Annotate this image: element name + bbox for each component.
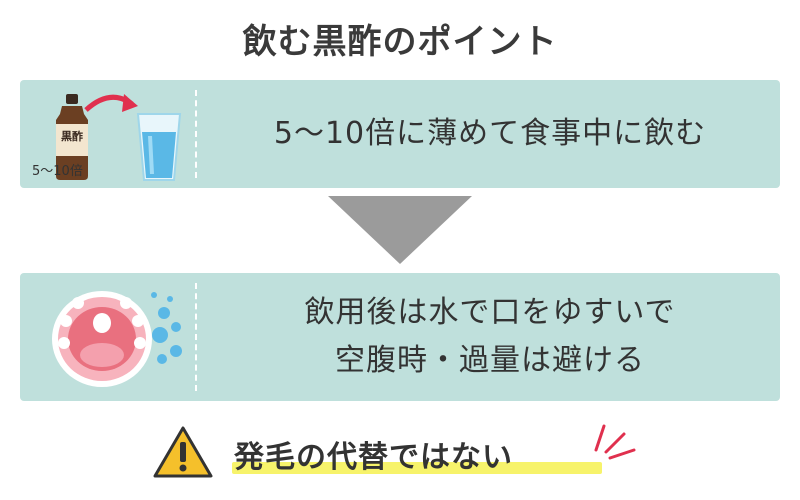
warning-triangle-icon: [153, 426, 213, 478]
tip-card-rinse: 飲用後は水で口をゆすいで 空腹時・過量は避ける: [20, 273, 780, 401]
warning-highlight: [232, 462, 602, 474]
tip-text-line-1: 飲用後は水で口をゆすいで: [304, 295, 676, 330]
bubbles-icon: [151, 292, 182, 364]
tip-text-dilution: 5〜10倍に薄めて食事中に飲む: [210, 80, 770, 188]
warning-text: 発毛の代替ではない: [234, 440, 513, 475]
mouth-rinse-illustration: [52, 291, 182, 387]
dilution-label: 5〜10倍: [32, 164, 83, 179]
down-arrow-icon: [328, 196, 472, 264]
bottle-to-glass-illustration: 黒酢: [56, 94, 182, 181]
vinegar-bottle-icon: 黒酢: [56, 94, 88, 180]
water-glass-icon: [136, 113, 182, 181]
page-title: 飲む黒酢のポイント: [242, 22, 558, 62]
tip-card-dilution: 黒酢 5〜10倍 5〜10倍に薄めて食事中に飲む: [20, 80, 780, 188]
bottle-label-text: 黒酢: [61, 129, 83, 143]
tip-text-line-2: 空腹時・過量は避ける: [335, 343, 645, 378]
tip-text-rinse: 飲用後は水で口をゆすいで 空腹時・過量は避ける: [210, 273, 770, 401]
mouth-icon: [52, 291, 152, 387]
card-divider: [195, 90, 197, 178]
warning-note: 発毛の代替ではない: [0, 418, 800, 488]
emphasis-lines-icon: [594, 424, 636, 460]
tip-text-line: 5〜10倍に薄めて食事中に飲む: [273, 116, 707, 151]
card-divider: [195, 283, 197, 391]
